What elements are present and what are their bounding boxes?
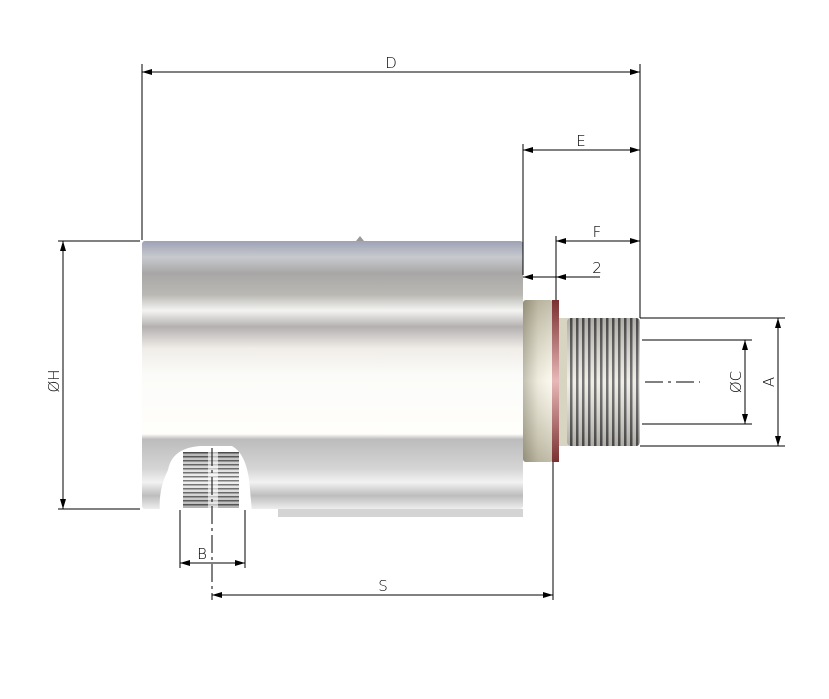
- label-E: E: [576, 132, 585, 150]
- dimension-H: ØH: [45, 241, 66, 509]
- dimension-C: ØC: [727, 340, 748, 424]
- dimension-F: F: [556, 223, 640, 244]
- extension-lines: [58, 64, 785, 600]
- dimension-D: D: [142, 54, 640, 75]
- label-C: ØC: [727, 371, 745, 393]
- label-2: 2: [592, 259, 602, 277]
- seal-ring: [552, 300, 559, 462]
- housing-body: [142, 236, 523, 517]
- label-B: B: [197, 545, 207, 563]
- dimension-A: A: [760, 318, 781, 446]
- label-S: S: [378, 577, 388, 595]
- label-A: A: [760, 377, 778, 387]
- label-H: ØH: [45, 369, 63, 392]
- label-F: F: [593, 223, 602, 241]
- dimension-2: 2: [523, 259, 602, 280]
- side-port: [159, 446, 252, 512]
- dimension-B: B: [180, 545, 245, 566]
- label-D: D: [385, 54, 397, 72]
- dimension-E: E: [523, 132, 640, 153]
- dimension-S: S: [212, 577, 553, 598]
- flange: [523, 300, 569, 462]
- threaded-spigot: [567, 318, 640, 446]
